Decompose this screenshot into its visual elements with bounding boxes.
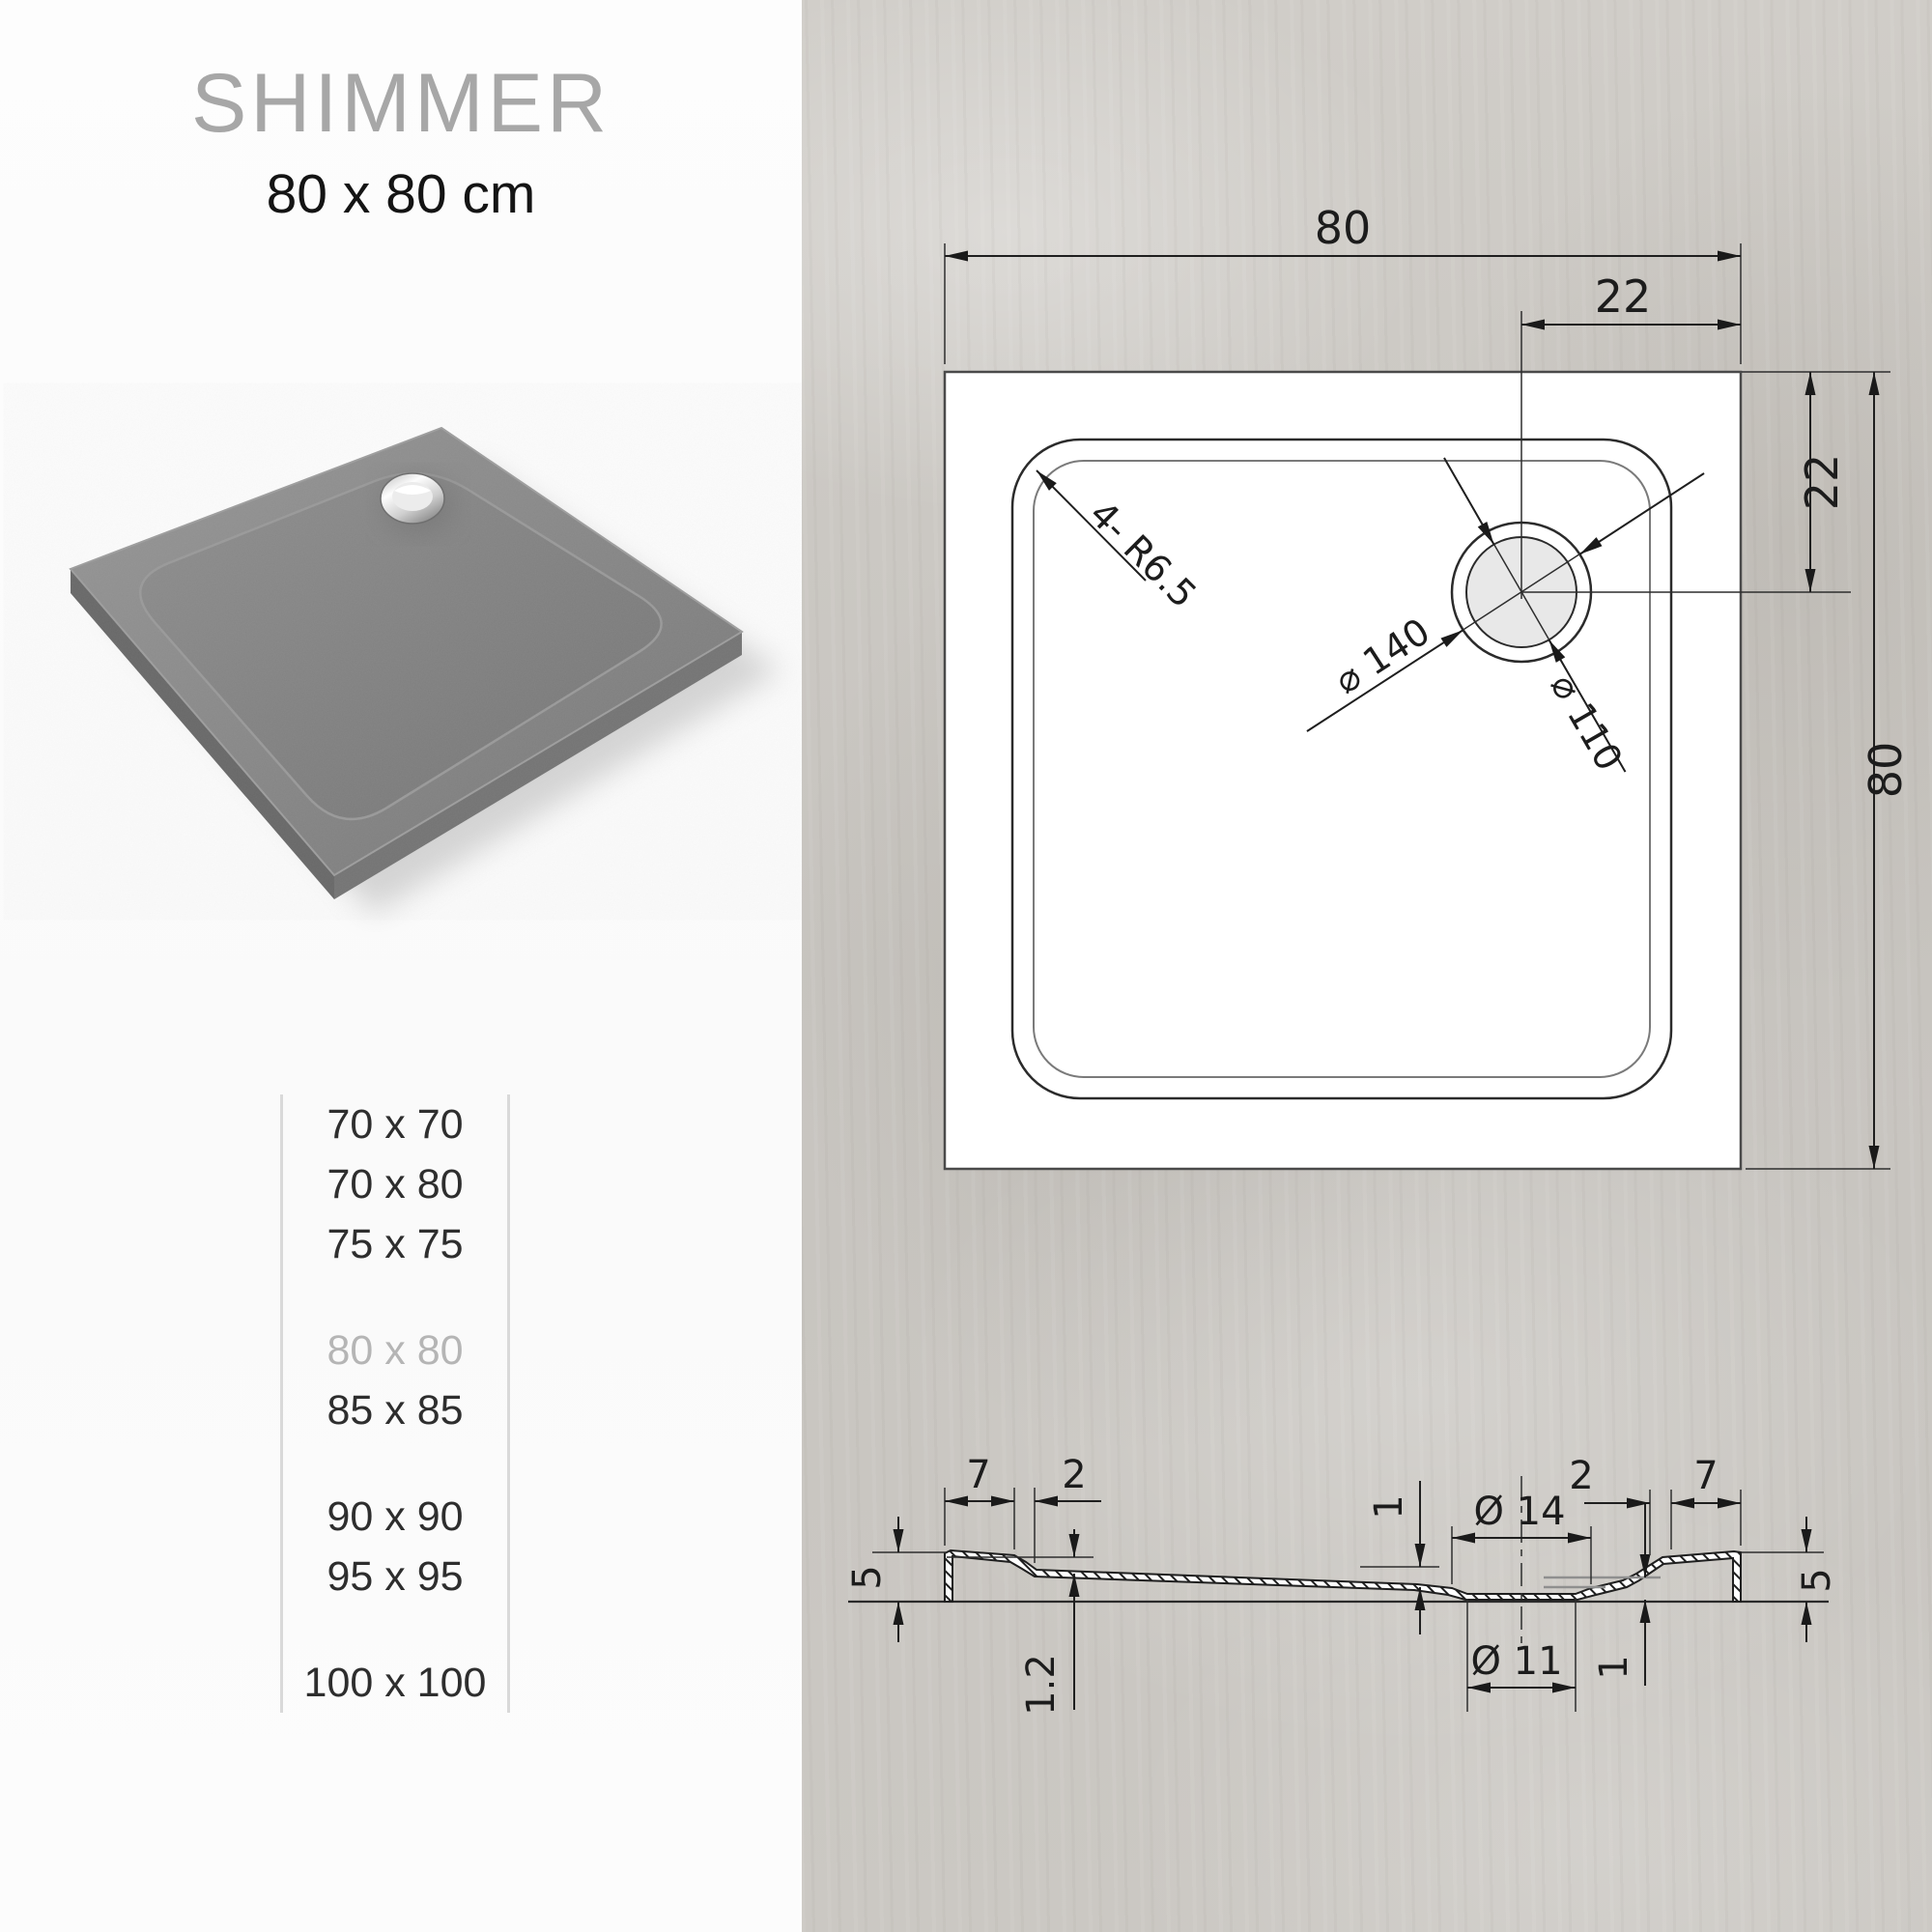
dim-drain-bottom-dia-label: Ø 11 [1470,1639,1562,1684]
product-title: SHIMMER [190,57,611,150]
dim-step-right-label: 1 [1592,1655,1636,1679]
product-panel: SHIMMER 80 x 80 cm [0,0,802,1932]
cross-section: 7 2 5 1.2 1 [845,1453,1839,1716]
tray-side-left [71,569,334,899]
dim-rim-right-label: 7 [1693,1454,1718,1498]
tray-recess [138,471,663,821]
dim-base-thickness: 1.2 [947,1529,1094,1716]
tray-render [0,290,811,1101]
tray-3d-image [69,426,781,914]
dim-slope-right-2: 2 [1569,1454,1651,1555]
tray-side-right [334,632,742,899]
size-option-100x100: 100 x 100 [303,1660,487,1706]
dim-height-left-label: 5 [845,1565,890,1589]
dim-step-left-label: 1 [1367,1494,1411,1519]
dim-height-label: 80 [1860,742,1912,799]
dim-width-label: 80 [1315,202,1372,254]
size-option-90x90: 90 x 90 [327,1493,464,1540]
dim-rim-left-7: 7 [944,1453,1015,1549]
dim-slope-right-label: 2 [1569,1454,1593,1498]
dim-rim-left-label: 7 [966,1453,990,1497]
section-profile [944,1548,1742,1603]
dim-drain-top-dia-label: Ø 14 [1473,1490,1565,1534]
size-option-70x70: 70 x 70 [327,1101,464,1148]
size-option-80x80-current: 80 x 80 [327,1327,464,1374]
dim-height-right-label: 5 [1795,1568,1839,1592]
dim-drain-offset-y: 22 [1742,371,1890,592]
size-option-75x75: 75 x 75 [327,1221,464,1267]
dim-width-80: 80 [944,202,1742,364]
dim-offset-y-label: 22 [1796,454,1848,511]
rim-inner-edge [1033,460,1651,1078]
dim-drain-offset-x: 22 [1521,270,1741,330]
dim-drain-bottom-dia: Ø 11 [1466,1599,1577,1712]
dim-slope-left-label: 2 [1062,1453,1086,1497]
top-view: 80 22 22 80 4- R6.5 ⌀ 140 [943,202,1912,1171]
size-option-85x85: 85 x 85 [327,1387,464,1434]
rim-outer-edge [1010,438,1673,1100]
dim-step-right-1: 1 [1592,1503,1651,1686]
dim-height-80: 80 [1746,372,1912,1170]
size-option-70x80: 70 x 80 [327,1161,464,1208]
dim-height-right-5: 5 [1741,1517,1839,1642]
dim-drain-top-dia: Ø 14 [1451,1490,1592,1584]
dim-rim-right-7: 7 [1670,1454,1742,1549]
dim-slope-left-2: 2 [1034,1453,1101,1563]
dim-height-left-5: 5 [845,1517,947,1642]
size-list: 70 x 70 70 x 80 75 x 75 80 x 80 85 x 85 … [280,1094,510,1713]
drain-highlight [394,485,431,495]
size-option-95x95: 95 x 95 [327,1553,464,1600]
dim-step-left-1: 1 [1360,1481,1439,1634]
dim-offset-x-label: 22 [1595,270,1652,323]
tray-outline-square [943,370,1743,1171]
dim-base-thickness-label: 1.2 [1019,1654,1064,1716]
product-size-label: 80 x 80 cm [266,163,536,225]
